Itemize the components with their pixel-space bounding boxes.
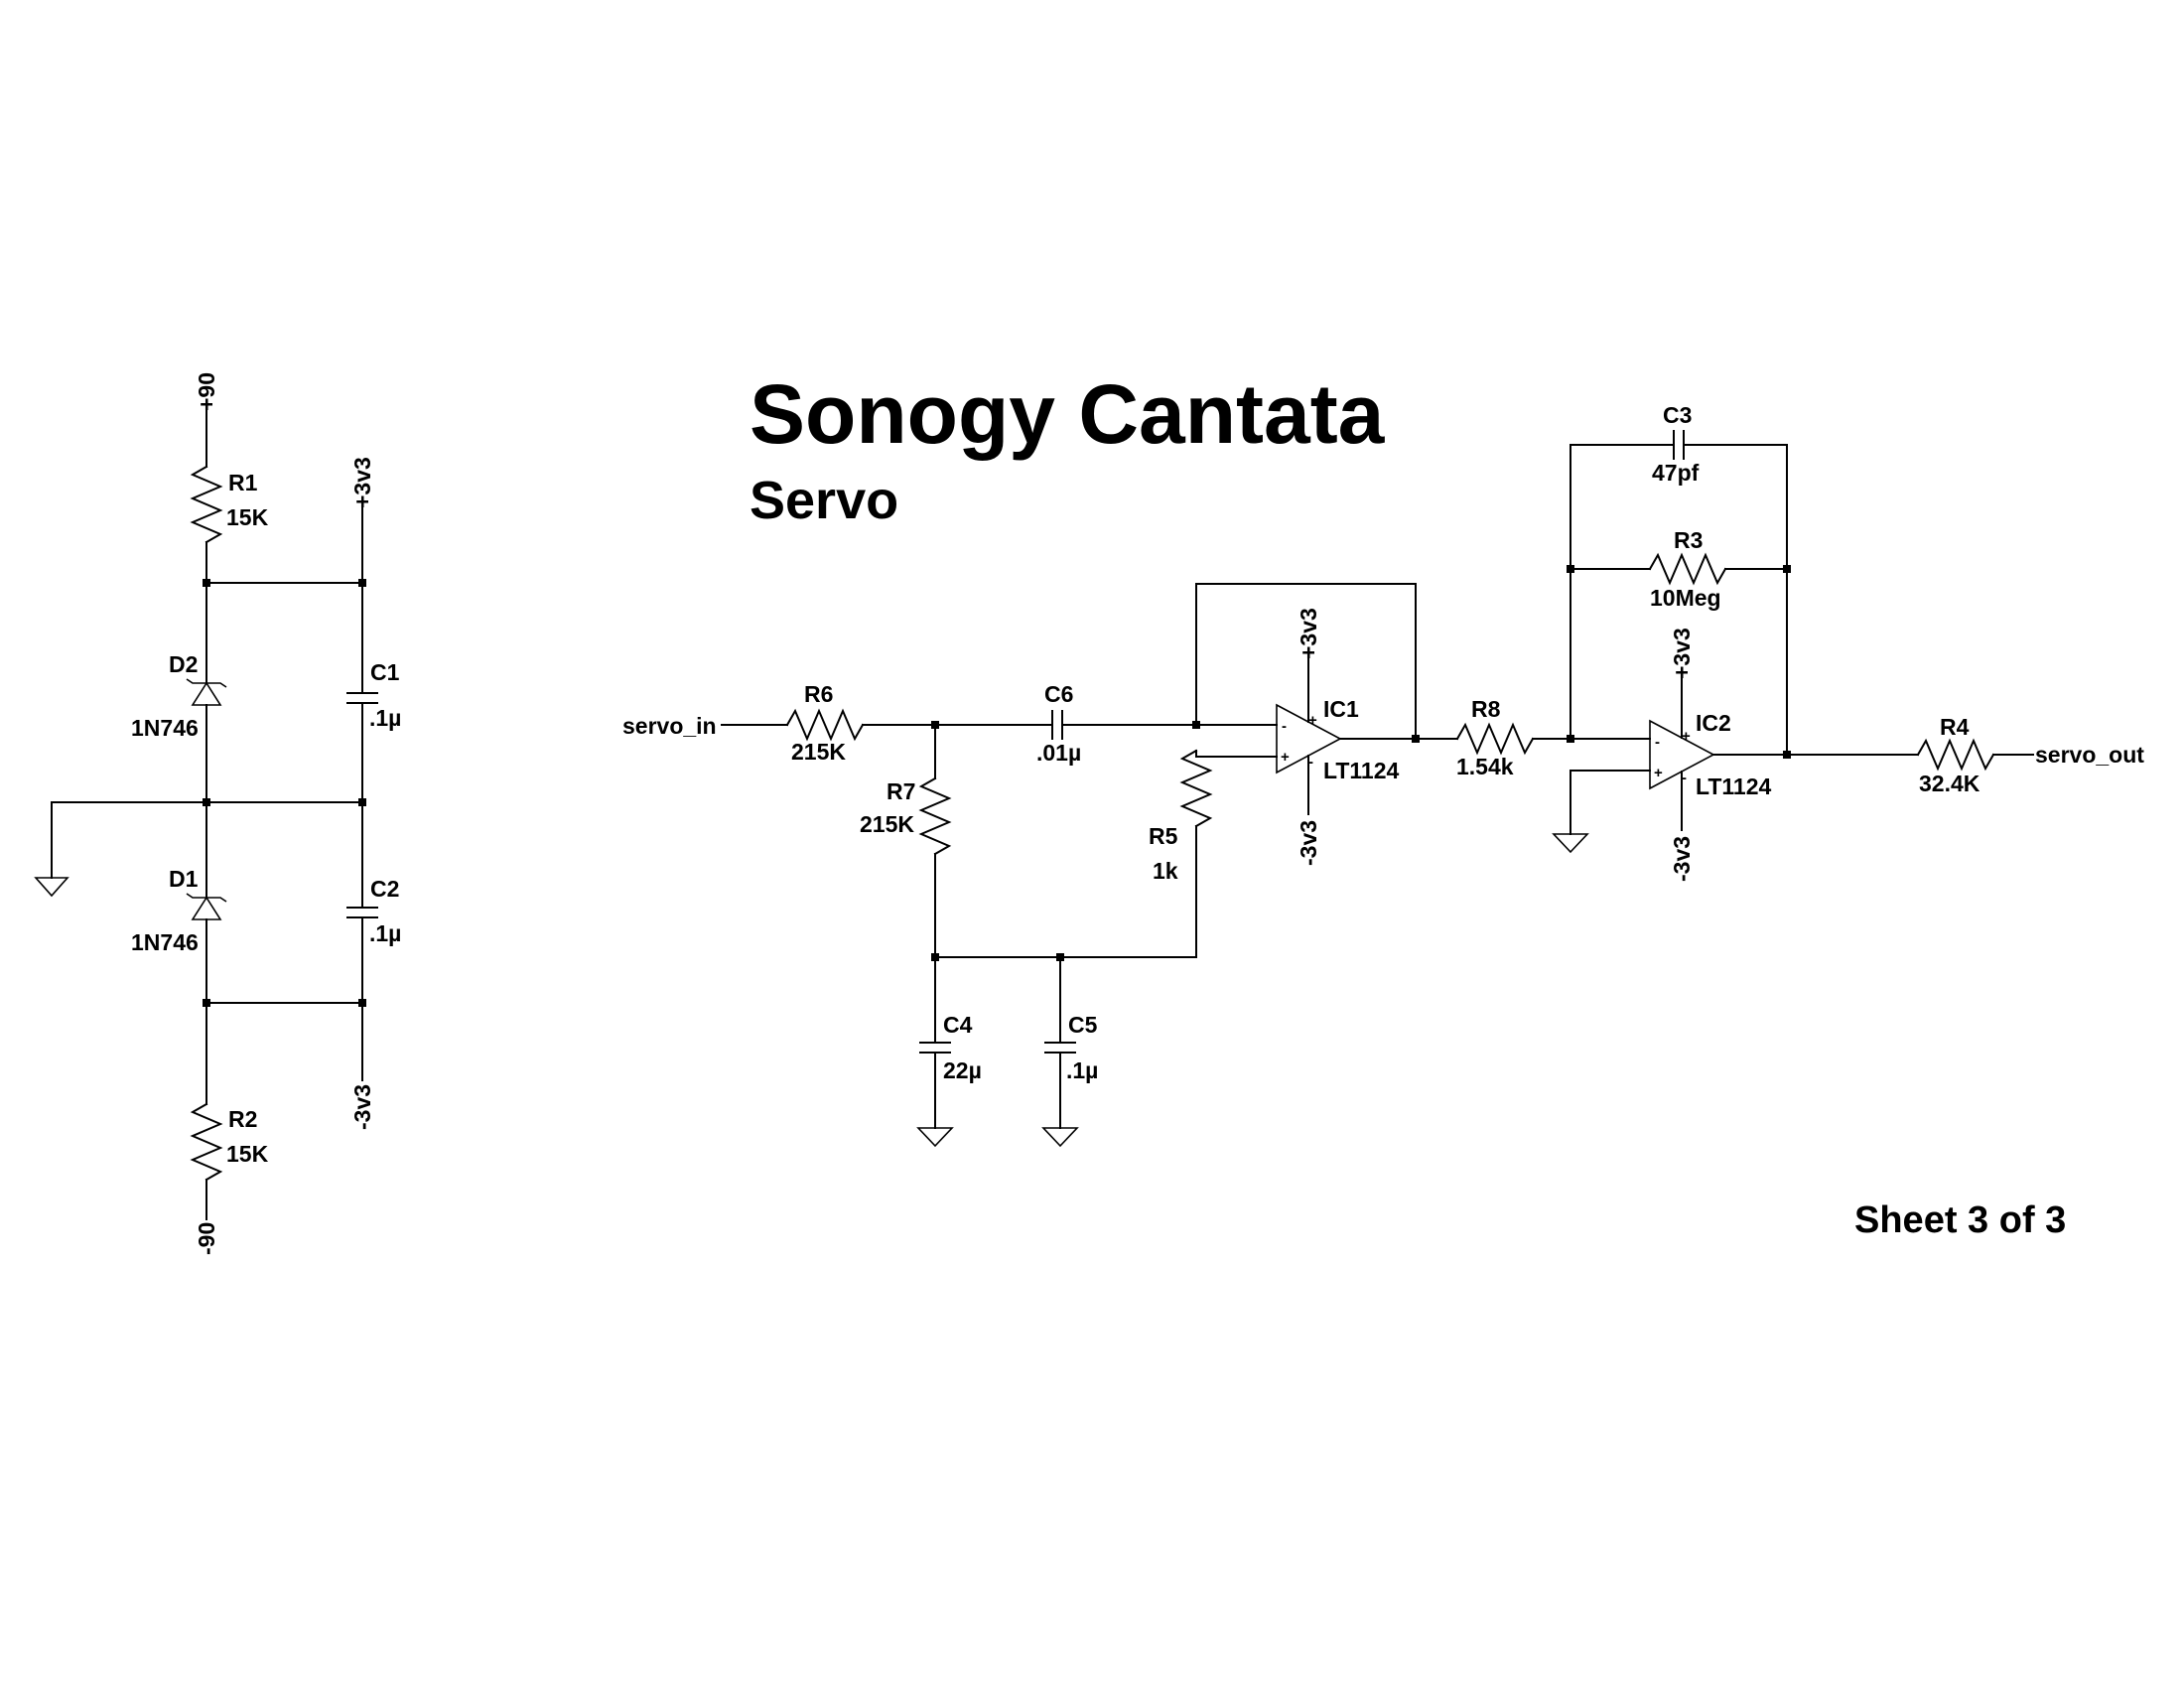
net-label-minus90: -90 — [194, 1222, 219, 1255]
resistor-r6: R6 215K — [785, 681, 865, 765]
r7-value: 215K — [860, 811, 914, 837]
c2-ref: C2 — [370, 876, 399, 902]
zener-diode-d1: D1 1N746 — [131, 801, 227, 1004]
ground-symbol — [916, 1127, 954, 1148]
d1-ref: D1 — [169, 866, 199, 892]
c3-value: 47pf — [1652, 460, 1700, 486]
r7-ref: R7 — [887, 778, 915, 804]
r2-ref: R2 — [228, 1106, 257, 1132]
ic2-plus-pin: + — [1654, 765, 1663, 781]
ic1-minus-pin: - — [1282, 718, 1287, 735]
r3-ref: R3 — [1674, 527, 1703, 553]
zener-diode-d2: D2 1N746 — [131, 582, 227, 803]
ic2-supply-minus-pin: - — [1682, 770, 1687, 786]
c4-value: 22µ — [943, 1057, 982, 1083]
capacitor-c6: C6 .01µ — [1036, 681, 1081, 766]
ic1-value: LT1124 — [1323, 758, 1399, 783]
schematic-title: Sonogy Cantata — [750, 367, 1386, 461]
ic1-supply-plus-pin: + — [1308, 712, 1317, 729]
capacitor-c1: C1 .1µ — [346, 659, 401, 803]
capacitor-c4: C4 22µ — [919, 1012, 982, 1083]
capacitor-c2: C2 .1µ — [346, 801, 401, 1004]
r5-value: 1k — [1153, 858, 1178, 884]
d1-value: 1N746 — [131, 929, 199, 955]
r6-ref: R6 — [804, 681, 833, 707]
r1-ref: R1 — [228, 470, 258, 495]
resistor-r5: R5 1k — [1149, 749, 1213, 884]
ground-symbol — [1552, 833, 1589, 854]
net-label-servo-out: servo_out — [2035, 742, 2144, 768]
r3-value: 10Meg — [1650, 585, 1721, 611]
resistor-r8: R8 1.54k — [1455, 696, 1535, 779]
ic1-plus-pin: + — [1281, 749, 1290, 766]
d2-value: 1N746 — [131, 715, 199, 741]
c1-ref: C1 — [370, 659, 400, 685]
power-supply-section: +90 R1 15K +3v3 D2 1N746 C1 — [34, 372, 401, 1255]
ground-symbol — [34, 877, 69, 898]
ic1-ref: IC1 — [1323, 696, 1359, 722]
c2-value: .1µ — [369, 920, 401, 946]
ic2-value: LT1124 — [1696, 774, 1771, 799]
schematic-subtitle: Servo — [750, 471, 898, 530]
r5-ref: R5 — [1149, 823, 1178, 849]
net-label-minus3v3-supply: -3v3 — [349, 1084, 375, 1130]
resistor-r7: R7 215K — [860, 776, 952, 856]
c6-ref: C6 — [1044, 681, 1073, 707]
opamp-ic1: - + + - IC1 LT1124 — [1276, 654, 1399, 815]
net-label-plus3v3-ic1: +3v3 — [1296, 608, 1321, 659]
net-label-plus90: +90 — [194, 372, 219, 411]
net-label-minus3v3-ic1: -3v3 — [1296, 820, 1321, 866]
c3-ref: C3 — [1663, 402, 1692, 428]
ic1-supply-minus-pin: - — [1308, 754, 1313, 771]
net-label-minus3v3-ic2: -3v3 — [1669, 836, 1695, 882]
ic2-minus-pin: - — [1655, 734, 1660, 751]
resistor-r3: R3 10Meg — [1648, 527, 1727, 611]
resistor-r1: R1 15K — [190, 465, 269, 544]
c1-value: .1µ — [369, 705, 401, 731]
r4-ref: R4 — [1940, 714, 1970, 740]
ic2-ref: IC2 — [1696, 710, 1731, 736]
c5-ref: C5 — [1068, 1012, 1098, 1038]
r4-value: 32.4K — [1919, 771, 1980, 796]
opamp-ic2: - + + - IC2 LT1124 — [1649, 676, 1771, 831]
ic2-supply-plus-pin: + — [1682, 728, 1691, 745]
resistor-r2: R2 15K — [190, 1102, 269, 1182]
c6-value: .01µ — [1036, 740, 1081, 766]
r8-value: 1.54k — [1456, 754, 1514, 779]
r6-value: 215K — [791, 739, 846, 765]
r2-value: 15K — [226, 1141, 269, 1167]
resistor-r4: R4 32.4K — [1916, 714, 1995, 796]
r1-value: 15K — [226, 504, 269, 530]
capacitor-c5: C5 .1µ — [1044, 1012, 1098, 1083]
net-label-plus3v3-ic2: +3v3 — [1669, 628, 1695, 679]
c4-ref: C4 — [943, 1012, 973, 1038]
sheet-number: Sheet 3 of 3 — [1854, 1199, 2066, 1241]
d2-ref: D2 — [169, 651, 198, 677]
capacitor-c3: C3 47pf — [1652, 402, 1700, 486]
servo-circuit-section: servo_in R6 215K C6 .01µ R7 215K — [622, 402, 2144, 1148]
net-label-plus3v3-supply: +3v3 — [349, 457, 375, 508]
ground-symbol — [1041, 1127, 1079, 1148]
net-label-servo-in: servo_in — [622, 713, 717, 739]
r8-ref: R8 — [1471, 696, 1501, 722]
c5-value: .1µ — [1066, 1057, 1098, 1083]
